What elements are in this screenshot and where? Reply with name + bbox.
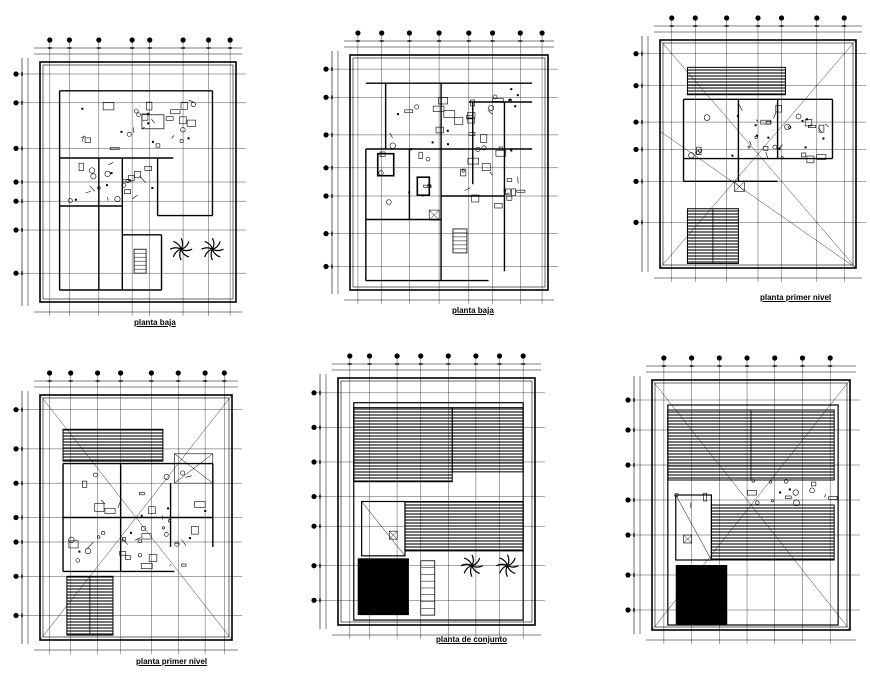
floor-plan-5 bbox=[311, 353, 545, 639]
floor-plan-4 bbox=[13, 370, 242, 654]
plan-label-2: planta baja bbox=[452, 306, 494, 315]
plan-label-5: planta de conjunto bbox=[436, 635, 508, 644]
floor-plan-2 bbox=[323, 30, 558, 304]
plan-label-1: planta baja bbox=[134, 318, 176, 327]
floor-plan-6 bbox=[625, 355, 860, 644]
floor-plan-1 bbox=[13, 37, 246, 316]
plan-label-3: planta primer nivel bbox=[760, 293, 832, 302]
plan-label-4: planta primer nivel bbox=[136, 657, 208, 666]
floor-plan-3 bbox=[633, 15, 866, 282]
